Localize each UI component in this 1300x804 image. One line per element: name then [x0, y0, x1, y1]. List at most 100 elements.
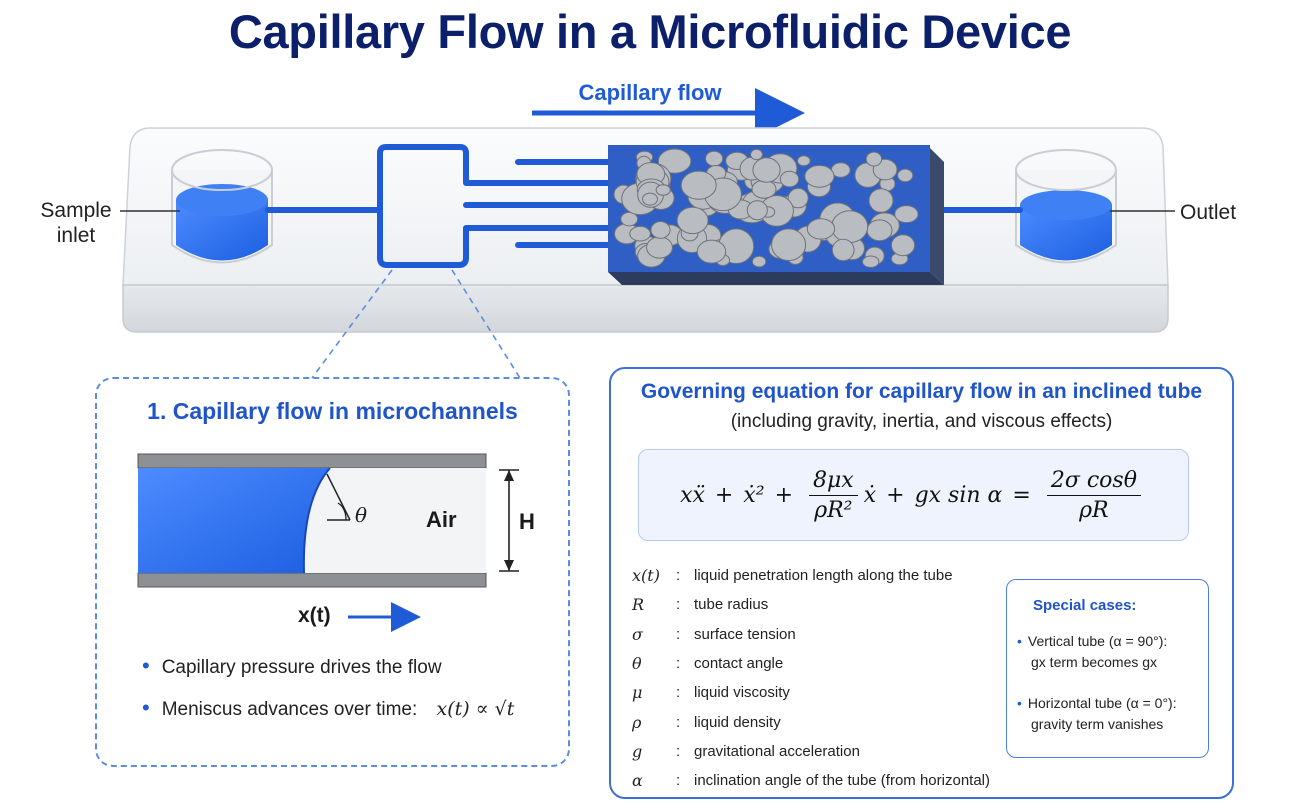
page-title: Capillary Flow in a Microfluidic Device: [228, 5, 1072, 58]
pebble: [865, 151, 883, 167]
eq-plus: +: [774, 482, 793, 508]
pebble: [680, 170, 717, 200]
special-case-line1: Horizontal tube (α = 0°):: [1027, 695, 1177, 711]
special-case-item: • Horizontal tube (α = 0°): gravity term …: [1017, 693, 1207, 735]
sample-inlet-label: Sample inlet: [40, 199, 112, 247]
governing-equation: xẍ + ẋ² + 8μx ρR² ẋ + gx sin α = 2σ cosθ…: [638, 449, 1189, 541]
special-case-line1: Vertical tube (α = 90°):: [1027, 633, 1168, 649]
bullet-item: • Capillary pressure drives the flow: [142, 653, 442, 679]
variable-colon: :: [676, 772, 681, 790]
air-label: Air: [426, 507, 457, 532]
variable-description: liquid viscosity: [694, 684, 790, 702]
bullet-dot-icon: •: [1017, 695, 1022, 711]
variable-colon: :: [676, 596, 681, 614]
variable-list: x(t): liquid penetration length along the…: [632, 561, 990, 795]
variable-row: θ: contact angle: [632, 649, 990, 678]
variable-row: g: gravitational acceleration: [632, 737, 990, 766]
variable-symbol: R: [632, 595, 645, 615]
channel-schematic: [137, 453, 519, 632]
pebble: [831, 210, 869, 244]
pebble: [890, 234, 916, 257]
variable-description: liquid density: [694, 713, 781, 731]
contact-angle-arc: [326, 473, 351, 521]
height-label: H: [519, 509, 535, 534]
pebble: [804, 164, 835, 188]
eq-equals: =: [1012, 482, 1031, 508]
zoom-callout-lines: [311, 269, 521, 379]
section1-heading: 1. Capillary flow in microchannels: [147, 398, 518, 424]
variable-symbol: ρ: [632, 712, 642, 732]
pebble: [897, 168, 914, 183]
variable-row: α: inclination angle of the tube (from ho…: [632, 766, 990, 795]
pebble: [751, 179, 777, 199]
variable-symbol: g: [632, 741, 643, 761]
eq-plus: +: [886, 482, 905, 508]
special-cases-title: Special cases:: [1033, 597, 1137, 614]
variable-colon: :: [676, 567, 681, 585]
equation-panel: [609, 367, 1234, 799]
variable-colon: :: [676, 655, 681, 673]
pebble: [696, 239, 727, 264]
pebble: [657, 148, 692, 174]
variable-colon: :: [676, 684, 681, 702]
variable-description: liquid penetration length along the tube: [694, 567, 953, 585]
bullet-formula: x(t) ∝ √t: [436, 698, 515, 720]
bullet-text: Meniscus advances over time:: [161, 699, 418, 720]
bullet-dot-icon: •: [142, 653, 150, 678]
pebble: [676, 206, 709, 235]
variable-description: contact angle: [694, 655, 784, 673]
microchannel-panel: [95, 377, 570, 767]
eq-term-velocity: ẋ²: [743, 482, 765, 508]
variable-row: μ: liquid viscosity: [632, 678, 990, 707]
variable-symbol: μ: [632, 683, 643, 703]
special-cases-box: [1006, 579, 1209, 758]
equation-heading: Governing equation for capillary flow in…: [640, 380, 1203, 403]
variable-description: tube radius: [694, 596, 769, 614]
bullet-dot-icon: •: [1017, 633, 1022, 649]
bullet-dot-icon: •: [142, 695, 150, 720]
eq-viscous-denominator: ρR²: [814, 497, 853, 523]
variable-colon: :: [676, 625, 681, 643]
eq-plus: +: [714, 482, 734, 508]
pebble: [642, 192, 658, 206]
pebble: [646, 236, 673, 259]
variable-description: surface tension: [694, 625, 796, 643]
pebble: [771, 228, 807, 261]
pebble: [751, 255, 767, 268]
pebble: [831, 238, 855, 262]
variable-description: inclination angle of the tube (from hori…: [694, 772, 991, 790]
variable-row: R: tube radius: [632, 590, 990, 619]
pebble: [750, 148, 763, 161]
special-case-line2: gx term becomes gx: [1031, 654, 1158, 670]
bullet-item: • Meniscus advances over time: x(t) ∝ √t: [142, 695, 514, 721]
variable-symbol: α: [632, 771, 643, 791]
special-case-line2: gravity term vanishes: [1031, 716, 1164, 732]
pebble: [705, 150, 724, 167]
pebble: [650, 221, 671, 239]
microchannels: [265, 144, 1023, 268]
outlet-reservoir: [1015, 149, 1117, 264]
variable-row: x(t): liquid penetration length along the…: [632, 561, 990, 590]
special-case-item: • Vertical tube (α = 90°): gx term become…: [1017, 631, 1207, 673]
pebble: [894, 205, 919, 224]
pebble: [620, 211, 639, 227]
variable-symbol: σ: [632, 624, 643, 644]
eq-rhs-numerator: 2σ cosθ: [1046, 468, 1141, 496]
pebble: [752, 157, 781, 183]
pebble: [746, 200, 768, 221]
variable-colon: :: [676, 742, 681, 760]
capillary-flow-label: Capillary flow: [578, 80, 722, 105]
variable-symbol: θ: [632, 654, 642, 674]
bullet-text: Capillary pressure drives the flow: [161, 657, 442, 678]
position-label: x(t): [298, 604, 331, 627]
eq-term-inertia: xẍ: [680, 482, 705, 508]
pebble: [866, 219, 893, 242]
variable-description: gravitational acceleration: [694, 742, 860, 760]
pebble: [629, 225, 651, 242]
eq-rhs-fraction: 2σ cosθ ρR: [1046, 468, 1141, 523]
pebble: [655, 184, 671, 196]
pebble: [797, 155, 811, 167]
variable-symbol: x(t): [632, 566, 660, 586]
variable-row: ρ:liquid density: [632, 707, 990, 736]
